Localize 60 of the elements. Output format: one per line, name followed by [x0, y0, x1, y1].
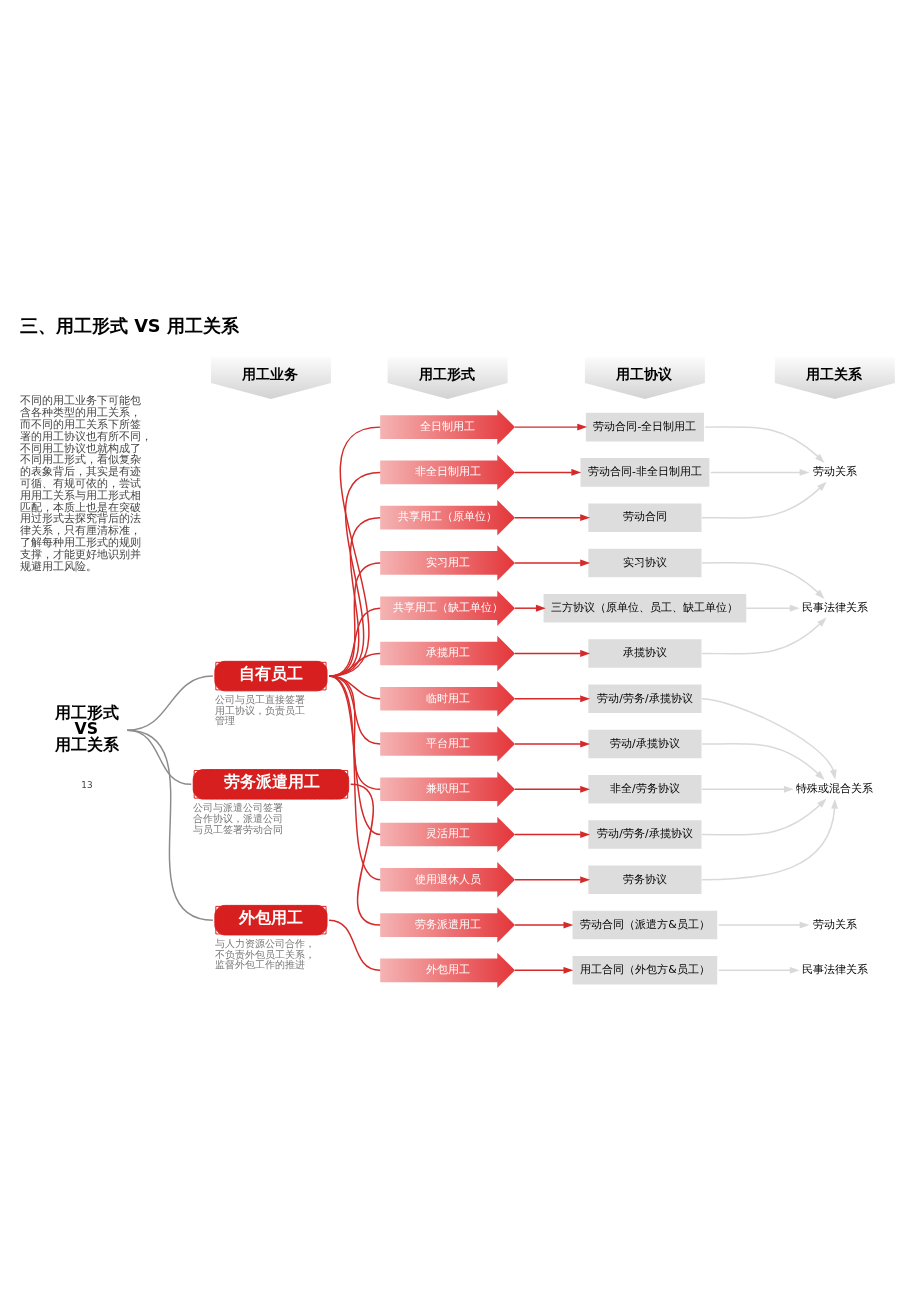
- connector: [328, 675, 381, 790]
- arrow: [514, 740, 591, 748]
- node-text: 民事法律关系: [801, 600, 868, 614]
- arrow: [745, 604, 800, 612]
- node-box: 劳务协议: [588, 865, 702, 895]
- arrow: [710, 468, 810, 476]
- arrow: [701, 481, 827, 519]
- arrow: [701, 617, 827, 655]
- connector: [328, 675, 381, 700]
- arrow: [701, 785, 794, 793]
- connector: [126, 675, 214, 731]
- connector: [328, 919, 381, 972]
- arrow: [514, 423, 588, 431]
- node-box: 实习协议: [588, 548, 702, 578]
- node-text: 特殊或混合关系: [796, 782, 874, 796]
- diagram-title: 三、用工形式 VS 用工关系: [20, 316, 239, 337]
- connector: [126, 729, 214, 921]
- node-box: 劳动合同（派遣方&员工）: [572, 910, 718, 940]
- node-box: 非全/劳务协议: [588, 775, 702, 804]
- arrow: [514, 876, 591, 884]
- connector: [328, 675, 381, 745]
- arrow: [718, 966, 800, 974]
- arrow: [514, 468, 582, 476]
- arrow: [718, 921, 810, 929]
- arrow: [701, 798, 827, 836]
- connector: [328, 675, 381, 881]
- arrow: [701, 743, 825, 780]
- arrow: [514, 604, 546, 612]
- node-label: 与人力资源公司合作，不负责外包员工关系，监督外包工作的推进: [214, 937, 315, 971]
- node-box: 劳动/承揽协议: [588, 729, 702, 759]
- arrow: [514, 650, 591, 657]
- label: 13: [81, 779, 93, 790]
- node-box: 三方协议（原单位、员工、缺工单位）: [543, 593, 747, 623]
- connector: [349, 783, 381, 926]
- arrow: [514, 966, 574, 974]
- arrow: [514, 785, 591, 793]
- label: 不同的用工业务下可能包含各种类型的用工关系，而不同的用工关系下所签署的用工协议也有所不同，不同用工协议也就构成了不同用工形式，看似复杂的表象背后，其实是有迹可循、有规可依的，尝试用用工关系与用工形式相匹配，本质上也是在突破用过形式去探究背后的法律关系，只有厘清标准，了解每种用工形式的规则支撑，才能更好地识别并规避用工风险。: [20, 394, 152, 573]
- node-box: 承揽协议: [588, 639, 702, 668]
- node-box: 劳动合同-全日制用工: [585, 412, 704, 442]
- arrow: [514, 695, 591, 703]
- node-box: 劳动/劳务/承揽协议: [588, 820, 702, 849]
- node-box: 劳动合同: [588, 503, 702, 532]
- node-text: 劳动关系: [812, 465, 857, 479]
- arrow: [704, 426, 825, 464]
- arrow: [701, 798, 839, 881]
- connector: [328, 675, 381, 836]
- node-label: 公司与员工直接签署用工协议，负责员工管理: [214, 693, 305, 727]
- arrow: [701, 698, 837, 780]
- node-text: 劳动关系: [812, 917, 857, 931]
- node-box: 用工合同（外包方&员工）: [572, 956, 718, 985]
- node-box: 劳动/劳务/承揽协议: [588, 684, 702, 713]
- node-box: 劳动合同-非全日制用工: [580, 458, 710, 487]
- node-text: 民事法律关系: [801, 963, 868, 977]
- node-label: 公司与派遣公司签署合作协议，派遣公司与员工签署劳动合同: [193, 801, 284, 835]
- arrow: [514, 921, 574, 929]
- arrow: [514, 514, 591, 522]
- node-text: 用工形式 VS 用工关系: [55, 703, 120, 754]
- arrow: [514, 559, 591, 567]
- arrow: [701, 562, 825, 599]
- arrow: [514, 831, 591, 838]
